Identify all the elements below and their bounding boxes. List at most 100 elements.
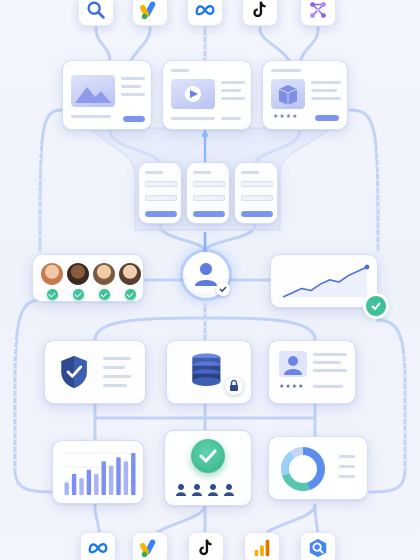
bar	[86, 469, 92, 495]
profile-card[interactable]: ★★★★	[268, 340, 356, 404]
check-icon	[73, 289, 84, 300]
legend-line	[339, 475, 355, 478]
growth-line-chart	[282, 264, 370, 298]
donut-chart	[281, 447, 325, 491]
google-ads-icon	[140, 539, 156, 558]
mountain-icon	[75, 87, 111, 103]
form-card-2[interactable]	[186, 162, 230, 224]
verified-badge	[216, 282, 230, 296]
action-button[interactable]	[315, 115, 339, 121]
bar	[94, 474, 99, 495]
approval-card[interactable]	[164, 430, 252, 506]
text-line	[103, 357, 131, 360]
text-line	[313, 369, 347, 372]
form-label	[193, 171, 211, 174]
play-icon	[185, 86, 201, 102]
text-line	[121, 77, 145, 80]
tiktok-icon-tile[interactable]	[188, 532, 224, 560]
avatar	[93, 263, 115, 285]
hub-node[interactable]	[183, 252, 230, 298]
text-line	[313, 361, 341, 364]
tiktok-icon	[199, 539, 212, 556]
bar	[79, 478, 84, 495]
text-line	[221, 81, 245, 84]
legend-line	[339, 455, 355, 458]
bar	[131, 453, 136, 495]
network-graph-icon-tile[interactable]	[300, 0, 336, 26]
text-line	[313, 353, 347, 356]
bar	[108, 465, 114, 495]
form-card-1[interactable]	[138, 162, 182, 224]
search-icon	[87, 1, 105, 19]
avatar	[119, 263, 141, 285]
meta-icon-tile[interactable]	[187, 0, 223, 26]
action-button[interactable]	[123, 116, 145, 122]
bar	[116, 457, 121, 495]
text-line	[171, 69, 189, 72]
rating-stars: ★★★★	[279, 384, 305, 390]
check-icon	[219, 286, 227, 293]
form-input[interactable]	[145, 181, 177, 187]
donut-slice	[281, 451, 296, 476]
legend-line	[339, 465, 355, 468]
text-line	[221, 97, 245, 100]
success-badge	[366, 296, 386, 316]
submit-button[interactable]	[241, 211, 273, 217]
google-ads-icon	[140, 1, 156, 20]
lock-badge	[225, 377, 243, 395]
video-thumbnail	[171, 79, 215, 109]
audience-card[interactable]	[32, 254, 144, 302]
content-card-product[interactable]: ★★★★	[262, 60, 348, 130]
text-line	[311, 89, 337, 92]
search-icon-tile[interactable]	[78, 0, 114, 26]
google-ads-icon-tile[interactable]	[132, 532, 168, 560]
form-input[interactable]	[241, 195, 273, 201]
tiktok-icon	[253, 1, 266, 18]
form-label	[241, 171, 259, 174]
text-line	[103, 375, 131, 378]
user-icon	[284, 356, 302, 375]
text-line	[103, 384, 127, 387]
form-card-3[interactable]	[234, 162, 278, 224]
form-input[interactable]	[241, 181, 273, 187]
security-card[interactable]	[44, 340, 146, 404]
bigquery-icon-tile[interactable]	[300, 532, 336, 560]
form-input[interactable]	[145, 195, 177, 201]
text-line	[313, 385, 343, 388]
database-card[interactable]	[166, 340, 252, 404]
user-icon	[195, 263, 217, 286]
bar-chart	[63, 452, 137, 495]
bigquery-icon	[309, 538, 327, 558]
growth-chart-card[interactable]	[270, 254, 378, 308]
analytics-bars-icon-tile[interactable]	[244, 532, 280, 560]
profile-photo	[279, 351, 307, 377]
check-icon	[371, 302, 381, 311]
bar	[101, 461, 106, 495]
form-input[interactable]	[193, 181, 225, 187]
check-icon	[125, 289, 136, 300]
growth-line	[282, 266, 368, 298]
form-input[interactable]	[193, 195, 225, 201]
donut-slice	[282, 472, 310, 491]
rating-stars: ★★★★	[273, 114, 299, 120]
lock-icon	[230, 379, 238, 391]
growth-endpoint	[364, 264, 370, 270]
analytics-bars-icon	[254, 539, 270, 557]
submit-button[interactable]	[193, 211, 225, 217]
donut-chart-card[interactable]	[268, 436, 368, 500]
text-line	[311, 97, 341, 100]
tiktok-icon-tile[interactable]	[242, 0, 278, 26]
google-ads-icon-tile[interactable]	[132, 0, 168, 26]
donut-slice	[290, 447, 304, 458]
text-line	[71, 115, 111, 118]
text-line	[221, 117, 241, 120]
product-thumbnail	[271, 79, 305, 109]
meta-icon-tile[interactable]	[80, 532, 116, 560]
content-card-image[interactable]	[62, 60, 152, 130]
text-line	[103, 366, 125, 369]
content-card-video[interactable]	[162, 60, 252, 130]
bar-chart-card[interactable]	[52, 440, 144, 504]
meta-icon	[195, 5, 215, 16]
text-line	[311, 81, 341, 84]
submit-button[interactable]	[145, 211, 177, 217]
